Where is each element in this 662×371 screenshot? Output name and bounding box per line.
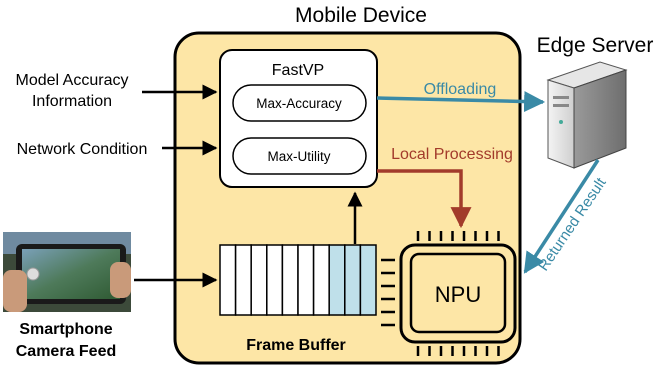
smartphone-camera-image [3,232,131,312]
max-accuracy-mode [232,84,367,122]
model-accuracy-label-line1: Model Accuracy [16,72,129,89]
buffer-slot-empty [297,244,315,316]
npu-chip [381,231,517,356]
edge-server-title: Edge Server [537,34,654,57]
buffer-slot-empty [219,244,237,316]
offloading-label: Offloading [424,81,497,98]
frame-buffer-label: Frame Buffer [246,337,346,354]
buffer-slot-empty [281,244,299,316]
npu-label: NPU [435,282,481,307]
frame-buffer [219,244,377,316]
camera-label-line1: Smartphone [19,321,112,338]
max-utility-label: Max-Utility [268,149,331,164]
buffer-slot-filled [344,244,362,316]
fastvp-title: FastVP [272,62,324,79]
returned-result-arrow [523,159,600,274]
model-accuracy-label-line2: Information [32,93,112,110]
returned-result-label: Returned Result [535,174,610,274]
local-processing-arrow [377,169,472,229]
buffer-slot-filled [359,244,377,316]
mobile-device-title: Mobile Device [295,4,427,27]
buffer-slot-empty [266,244,284,316]
camera-label-line2: Camera Feed [16,343,117,360]
buffer-slot-empty [312,244,330,316]
buffer-slot-filled [328,244,346,316]
local-processing-label: Local Processing [391,146,513,163]
offloading-arrow [376,91,546,113]
max-utility-mode [232,137,367,175]
buffer-slot-empty [250,244,268,316]
buffer-slot-empty [234,244,252,316]
server-icon [546,61,628,169]
network-condition-label: Network Condition [17,141,148,158]
max-accuracy-label: Max-Accuracy [256,96,342,111]
